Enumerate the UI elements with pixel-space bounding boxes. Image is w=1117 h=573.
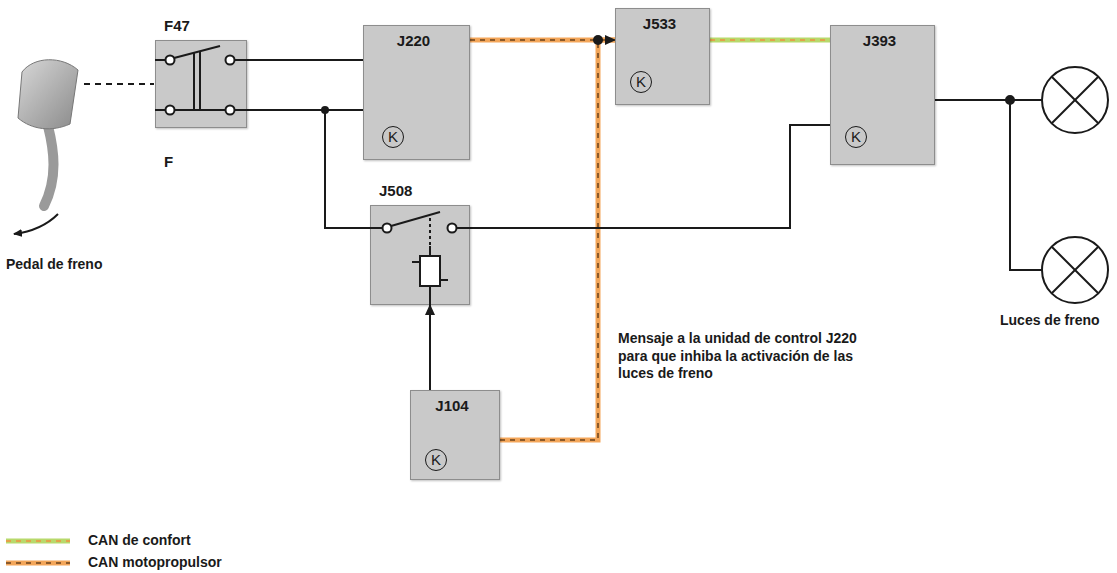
component-code: J533 xyxy=(643,15,676,33)
control-unit-box: J508 xyxy=(370,205,470,305)
component-code: J220 xyxy=(397,32,430,50)
control-unit-box: J220K xyxy=(363,25,470,160)
component-code: J104 xyxy=(435,397,468,415)
relay-symbol xyxy=(370,212,470,305)
brake-pedal xyxy=(14,60,154,234)
component-code: J508 xyxy=(379,182,412,200)
connector xyxy=(710,40,830,41)
connector xyxy=(470,125,830,228)
connector xyxy=(430,305,431,390)
connector xyxy=(247,110,370,228)
annotation-text: Luces de freno xyxy=(1000,312,1100,330)
can-symbol: K xyxy=(630,71,652,93)
control-unit-box: J104K xyxy=(410,390,500,480)
annotation-text: Mensaje a la unidad de control J220 para… xyxy=(618,330,880,383)
control-unit-box: F47F xyxy=(155,40,247,128)
junction-dot xyxy=(593,35,603,45)
brake-lamps xyxy=(935,67,1108,303)
legend-text: CAN de confort xyxy=(88,532,191,548)
brake-switch-symbol xyxy=(155,46,247,115)
connector xyxy=(500,40,615,440)
annotation-text: Pedal de freno xyxy=(6,256,102,274)
component-code: F47 xyxy=(164,17,190,35)
can-symbol: K xyxy=(382,126,404,148)
can-symbol: K xyxy=(845,126,867,148)
legend-samples xyxy=(6,541,70,563)
component-code: J393 xyxy=(863,32,896,50)
legend-text: CAN motopropulsor xyxy=(88,554,222,570)
can-symbol: K xyxy=(425,449,447,471)
connector xyxy=(247,60,363,61)
control-unit-box: J533K xyxy=(615,8,710,105)
control-unit-box: J393K xyxy=(830,25,935,165)
component-code: F xyxy=(164,153,173,171)
